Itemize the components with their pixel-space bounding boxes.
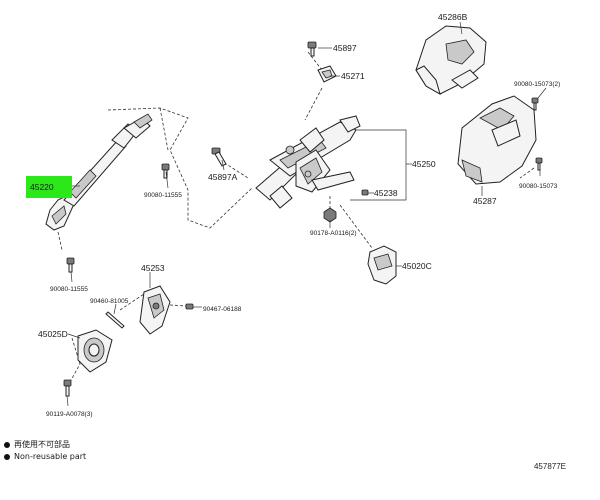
highlight-box-45220 xyxy=(26,176,72,198)
label-90467-06188[interactable]: 90467-06188 xyxy=(203,306,242,313)
phantom-lines xyxy=(57,51,535,383)
upper-cover-45286b xyxy=(415,25,487,96)
label-45250[interactable]: 45250 xyxy=(412,159,436,169)
label-45253[interactable]: 45253 xyxy=(141,263,165,273)
label-90460-81005[interactable]: 90460-81005 xyxy=(90,298,129,305)
clamp-90460-81005 xyxy=(105,311,125,329)
bullet-icon xyxy=(4,441,10,448)
screw-90080-15073 xyxy=(535,157,543,171)
label-90119-a0078-3[interactable]: 90119-A0078(3) xyxy=(46,411,93,418)
lower-cover-45287 xyxy=(457,95,537,185)
steering-column-45250 xyxy=(255,115,361,209)
label-90080-11555-lower[interactable]: 90080-11555 xyxy=(50,286,88,293)
label-45020c[interactable]: 45020C xyxy=(402,261,432,271)
nut-90080-11555-lower xyxy=(66,257,75,273)
label-45897[interactable]: 45897 xyxy=(333,43,357,53)
label-45238[interactable]: 45238 xyxy=(374,188,398,198)
bolt-45897 xyxy=(307,41,317,57)
bolt-90119-a0078 xyxy=(63,379,72,397)
clip-45271 xyxy=(317,65,337,83)
label-45271[interactable]: 45271 xyxy=(341,71,365,81)
legend-jp: 再使用不可部品 xyxy=(4,440,70,450)
legend-en-text: Non-reusable part xyxy=(14,452,87,461)
clip-90467-06188 xyxy=(185,303,194,310)
bullet-icon xyxy=(4,453,10,460)
diagram-code: 457877E xyxy=(533,462,566,471)
legend-en: Non-reusable part xyxy=(4,452,86,462)
label-45220[interactable]: 45220 xyxy=(30,182,54,192)
label-90080-15073[interactable]: 90080-15073 xyxy=(519,183,558,190)
label-45025d[interactable]: 45025D xyxy=(38,329,68,339)
nut-90178-a0116 xyxy=(323,207,337,223)
bolt-45238 xyxy=(361,189,369,196)
label-45286b[interactable]: 45286B xyxy=(438,12,468,22)
screw-90080-15073-2 xyxy=(531,97,539,111)
intermediate-shaft-45220 xyxy=(45,113,153,231)
nut-90080-11555-upper xyxy=(161,163,170,179)
label-45897a[interactable]: 45897A xyxy=(208,172,238,182)
label-90080-11555-upper[interactable]: 90080-11555 xyxy=(144,192,182,199)
bolt-45897a xyxy=(211,147,227,167)
label-90080-15073-2[interactable]: 90080-15073(2) xyxy=(514,81,560,88)
label-90178-a0116-2[interactable]: 90178-A0116(2) xyxy=(310,230,357,237)
seal-45253 xyxy=(139,285,171,335)
lock-45020c xyxy=(367,245,397,285)
legend-jp-text: 再使用不可部品 xyxy=(14,440,70,449)
label-45287[interactable]: 45287 xyxy=(473,196,497,206)
leader-lines xyxy=(66,21,547,407)
boot-45025d xyxy=(77,329,113,373)
